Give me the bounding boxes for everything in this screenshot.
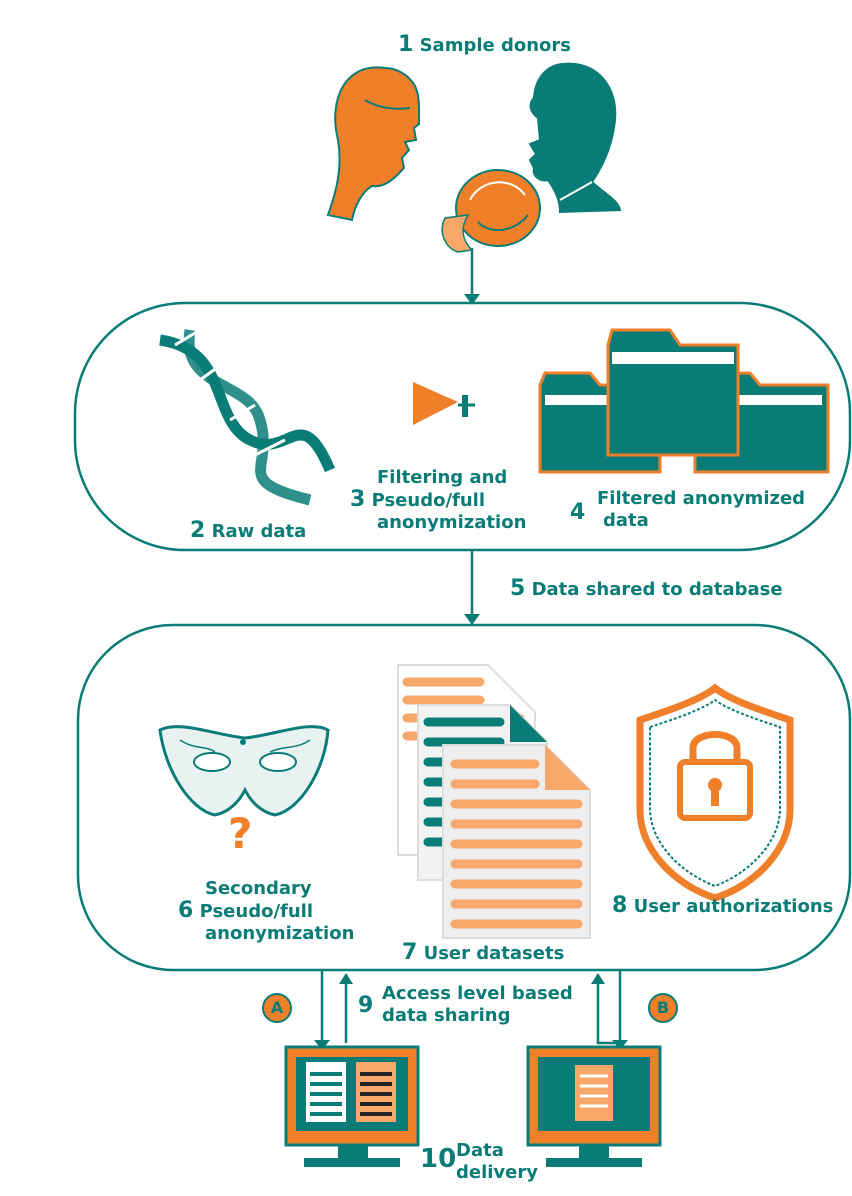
monitor-icon (284, 1045, 420, 1167)
connector-arrows (314, 248, 628, 1050)
filter-funnel-icon (413, 382, 475, 425)
man-donor-icon (528, 62, 622, 214)
database-container (76, 623, 852, 972)
path-b-badge: B (648, 993, 678, 1023)
woman-donor-icon (326, 66, 421, 222)
step-2-label: 2 Raw data (190, 518, 307, 543)
step-5-label: 5 Data shared to database (510, 576, 783, 601)
embryo-icon (441, 169, 541, 253)
folders-icon (538, 328, 830, 474)
mask-question-mark: ? (228, 809, 253, 858)
dna-icon (159, 328, 336, 506)
mask-icon (158, 725, 330, 817)
documents-icon (397, 664, 591, 939)
processing-container (73, 301, 852, 552)
step-6-label: Secondary 6 Pseudo/full anonymization (178, 878, 355, 944)
step-9-label: 9 Access level based data sharing (358, 983, 573, 1026)
shield-lock-icon (636, 683, 794, 902)
step-1-label: 1 Sample donors (398, 32, 572, 57)
step-3-label: Filtering and 3 Pseudo/full anonymizatio… (350, 467, 527, 533)
path-a-badge: A (262, 993, 292, 1023)
step-7-label: 7 User datasets (402, 940, 565, 965)
step-4-label: 4 Filtered anonymized data (570, 488, 806, 531)
step-10-label: 10 Data delivery (420, 1140, 538, 1183)
monitor-icon (526, 1045, 662, 1167)
step-8-label: 8 User authorizations (612, 893, 834, 918)
